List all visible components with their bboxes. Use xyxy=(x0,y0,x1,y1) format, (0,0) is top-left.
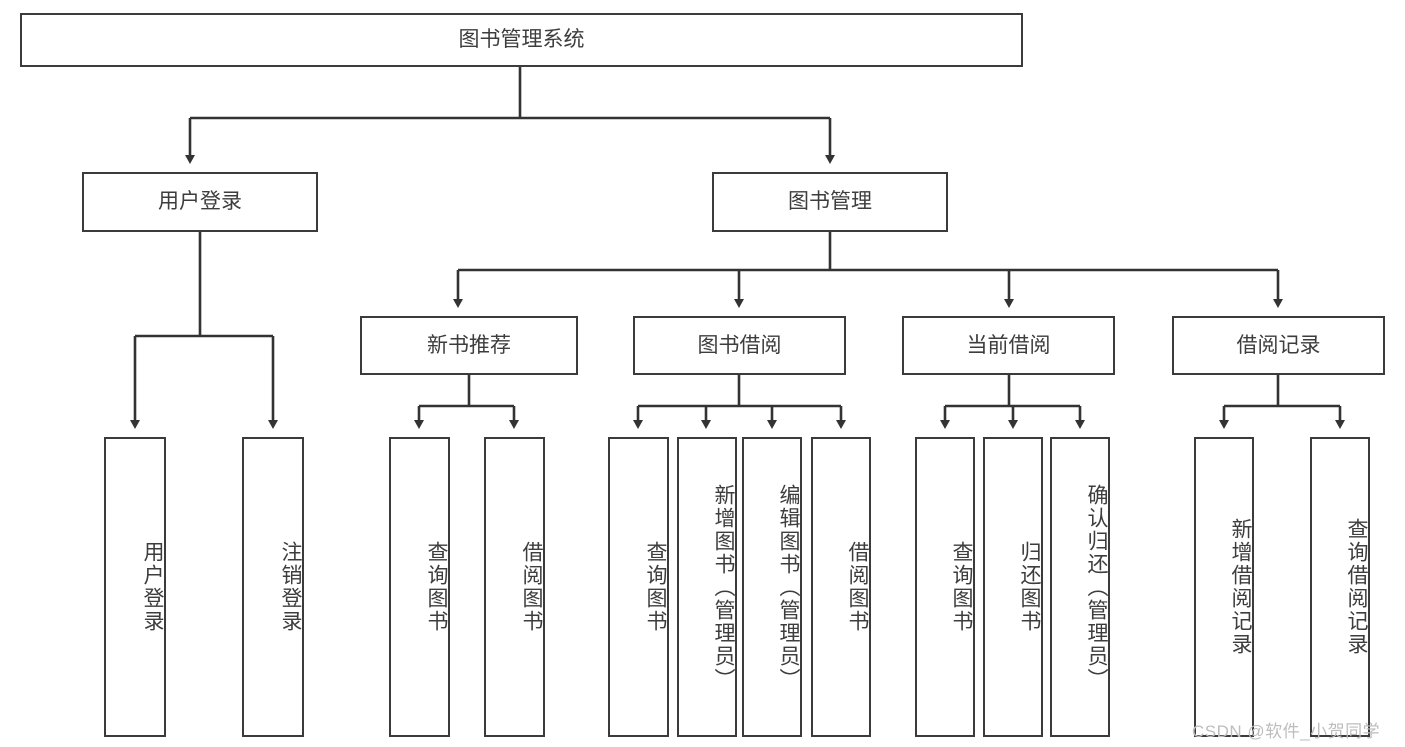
node-leaf-user-login[interactable]: 用户登录 xyxy=(104,437,166,737)
node-user-login-label: 用户登录 xyxy=(158,190,242,214)
node-book-borrow-label: 图书借阅 xyxy=(697,333,782,357)
csdn-watermark: CSDN @软件_小贺同学 xyxy=(1192,722,1381,741)
node-leaf-query-borrow-record[interactable]: 查询借阅记录 xyxy=(1310,437,1370,737)
node-leaf-edit-book-admin[interactable]: 编辑图书（管理员） xyxy=(742,437,802,737)
node-leaf-query-book-2[interactable]: 查询图书 xyxy=(608,437,669,737)
node-leaf-return-book-label: 归还图书 xyxy=(1018,541,1041,633)
node-leaf-add-book-admin[interactable]: 新增图书（管理员） xyxy=(677,437,737,737)
node-leaf-borrow-book-2[interactable]: 借阅图书 xyxy=(811,437,871,737)
node-book-management[interactable]: 图书管理 xyxy=(712,172,948,232)
node-user-login[interactable]: 用户登录 xyxy=(82,172,318,232)
node-leaf-user-login-label: 用户登录 xyxy=(141,541,164,633)
node-leaf-query-book-3-label: 查询图书 xyxy=(950,541,973,633)
node-leaf-add-book-admin-label: 新增图书（管理员） xyxy=(712,483,735,691)
node-leaf-query-book-1[interactable]: 查询图书 xyxy=(389,437,450,737)
node-leaf-borrow-book-1-label: 借阅图书 xyxy=(520,541,543,633)
node-root-label: 图书管理系统 xyxy=(458,28,585,52)
node-leaf-borrow-book-2-label: 借阅图书 xyxy=(846,541,869,633)
node-leaf-query-book-3[interactable]: 查询图书 xyxy=(915,437,975,737)
node-leaf-add-borrow-record-label: 新增借阅记录 xyxy=(1229,518,1252,656)
node-leaf-query-borrow-record-label: 查询借阅记录 xyxy=(1345,518,1368,656)
node-leaf-query-book-2-label: 查询图书 xyxy=(644,541,667,633)
node-leaf-query-book-1-label: 查询图书 xyxy=(425,541,448,633)
node-new-book-recommend-label: 新书推荐 xyxy=(427,333,511,357)
node-root[interactable]: 图书管理系统 xyxy=(20,13,1023,67)
node-new-book-recommend[interactable]: 新书推荐 xyxy=(360,316,578,375)
node-book-management-label: 图书管理 xyxy=(788,190,872,214)
node-current-borrow-label: 当前借阅 xyxy=(966,333,1051,357)
node-leaf-logout[interactable]: 注销登录 xyxy=(242,437,304,737)
node-book-borrow[interactable]: 图书借阅 xyxy=(633,316,846,375)
node-leaf-confirm-return-admin[interactable]: 确认归还（管理员） xyxy=(1050,437,1110,737)
node-leaf-return-book[interactable]: 归还图书 xyxy=(983,437,1043,737)
node-leaf-confirm-return-admin-label: 确认归还（管理员） xyxy=(1085,483,1108,691)
node-current-borrow[interactable]: 当前借阅 xyxy=(902,316,1115,375)
node-leaf-add-borrow-record[interactable]: 新增借阅记录 xyxy=(1194,437,1254,737)
node-leaf-edit-book-admin-label: 编辑图书（管理员） xyxy=(777,483,800,691)
node-borrow-records-label: 借阅记录 xyxy=(1236,333,1321,357)
node-leaf-logout-label: 注销登录 xyxy=(279,541,302,633)
node-borrow-records[interactable]: 借阅记录 xyxy=(1172,316,1385,375)
node-leaf-borrow-book-1[interactable]: 借阅图书 xyxy=(484,437,545,737)
